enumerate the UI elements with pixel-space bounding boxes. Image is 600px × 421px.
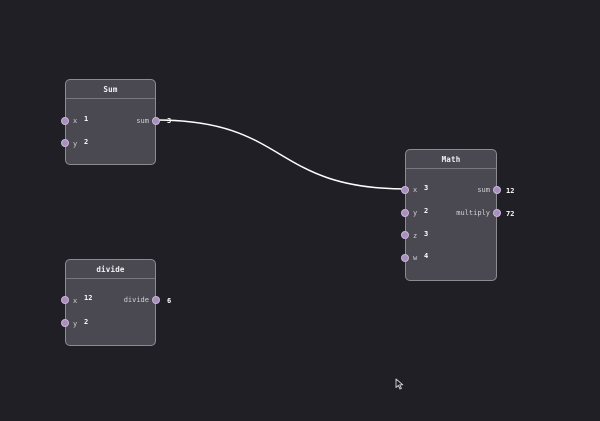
output-port-multiply[interactable] <box>493 209 501 217</box>
output-port-sum[interactable] <box>152 117 160 125</box>
input-port-y[interactable] <box>61 319 69 327</box>
input-label-x: x <box>73 117 78 125</box>
input-value-z: 3 <box>424 230 429 238</box>
input-label-z: z <box>413 232 418 240</box>
node-title: divide <box>66 260 155 279</box>
output-label-sum: sum <box>136 117 149 125</box>
input-label-w: w <box>413 254 418 262</box>
output-value-sum: 12 <box>506 187 515 195</box>
input-label-x: x <box>73 297 78 305</box>
input-port-x[interactable] <box>61 117 69 125</box>
input-label-x: x <box>413 186 418 194</box>
output-value-multiply: 72 <box>506 210 515 218</box>
input-port-x[interactable] <box>61 296 69 304</box>
output-port-divide[interactable] <box>152 296 160 304</box>
input-port-w[interactable] <box>401 254 409 262</box>
node-sum[interactable]: Sum x 1 y 2 sum 3 <box>61 79 171 165</box>
input-value-x: 1 <box>84 115 89 123</box>
output-label-sum: sum <box>477 186 490 194</box>
output-value-divide: 6 <box>167 297 172 305</box>
input-value-y: 2 <box>424 207 429 215</box>
input-port-y[interactable] <box>61 139 69 147</box>
output-value-sum: 3 <box>167 117 172 125</box>
output-port-sum[interactable] <box>493 186 501 194</box>
node-math[interactable]: Math x 3 y 2 z 3 w 4 sum 12 multiply 72 <box>401 149 514 281</box>
input-port-x[interactable] <box>401 186 409 194</box>
input-port-y[interactable] <box>401 209 409 217</box>
output-label-multiply: multiply <box>456 209 490 217</box>
input-value-y: 2 <box>84 318 89 326</box>
input-value-w: 4 <box>424 252 429 260</box>
input-port-z[interactable] <box>401 231 409 239</box>
output-label-divide: divide <box>123 296 149 304</box>
node-title: Math <box>406 150 496 169</box>
input-value-y: 2 <box>84 138 89 146</box>
wire-sum-to-math-x[interactable] <box>155 119 408 190</box>
node-title: Sum <box>66 80 155 99</box>
node-divide[interactable]: divide x 12 y 2 divide 6 <box>61 259 171 346</box>
input-value-x: 12 <box>84 294 93 302</box>
input-value-x: 3 <box>424 184 429 192</box>
input-label-y: y <box>73 140 78 148</box>
mouse-pointer-icon <box>395 378 404 390</box>
input-label-y: y <box>413 209 418 217</box>
input-label-y: y <box>73 320 78 328</box>
